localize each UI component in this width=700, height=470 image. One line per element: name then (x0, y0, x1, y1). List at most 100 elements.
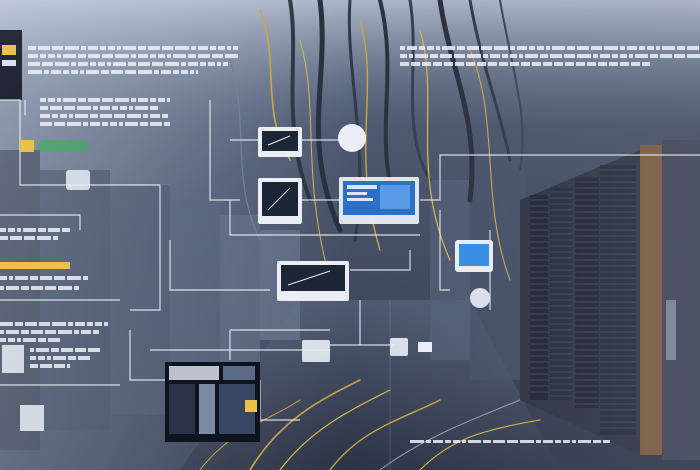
globe-icon (338, 124, 366, 152)
text-mark (17, 228, 21, 232)
text-mark (101, 70, 109, 74)
text-mark (223, 62, 228, 66)
text-mark (100, 46, 106, 50)
text-mark (38, 46, 50, 50)
text-mark (58, 286, 72, 290)
text-mark (78, 98, 86, 102)
monitor-icon-2 (258, 178, 302, 224)
text-mark (674, 54, 685, 58)
text-mark (422, 62, 431, 66)
text-mark (143, 114, 148, 118)
text-mark (0, 322, 13, 326)
text-mark (67, 122, 81, 126)
text-mark (38, 228, 46, 232)
text-mark (63, 54, 76, 58)
text-mark (150, 122, 162, 126)
text-mark (93, 330, 99, 334)
text-mark (191, 46, 196, 50)
text-mark (173, 70, 179, 74)
text-mark (128, 62, 136, 66)
text-mark (120, 106, 127, 110)
text-mark (225, 54, 238, 58)
text-mark (47, 356, 51, 360)
text-mark (444, 62, 453, 66)
text-mark (60, 114, 67, 118)
text-mark (150, 106, 158, 110)
text-mark (173, 54, 186, 58)
text-mark (51, 348, 59, 352)
text-mark (77, 106, 91, 110)
text-mark (150, 98, 156, 102)
text-mark (158, 54, 165, 58)
text-mark (52, 46, 63, 50)
text-mark (494, 46, 508, 50)
text-mark (440, 54, 452, 58)
text-mark (502, 54, 508, 58)
text-mark (71, 70, 78, 74)
text-mark (554, 62, 563, 66)
dashboard-thumbnail (165, 362, 260, 442)
text-mark (565, 62, 574, 66)
text-mark (40, 54, 46, 58)
text-mark (53, 236, 58, 240)
text-mark (123, 46, 136, 50)
connector-icon (302, 338, 432, 362)
text-mark (37, 236, 51, 240)
text-mark (532, 62, 541, 66)
text-mark (593, 440, 601, 443)
text-mark (28, 46, 36, 50)
text-mark (165, 62, 179, 66)
text-mark (563, 440, 570, 443)
text-mark (90, 122, 100, 126)
text-mark (620, 46, 625, 50)
text-mark (52, 114, 58, 118)
text-mark (0, 330, 4, 334)
text-mark (0, 286, 4, 290)
device-blue-icon (455, 240, 493, 308)
text-mark (57, 98, 61, 102)
text-mark (140, 122, 148, 126)
text-mark (218, 46, 225, 50)
text-mark (8, 338, 15, 342)
text-mark (75, 348, 86, 352)
text-mark (48, 98, 55, 102)
text-mark (400, 62, 409, 66)
text-mark (138, 70, 152, 74)
text-mark (125, 122, 138, 126)
text-mark (577, 54, 591, 58)
text-mark (550, 54, 562, 58)
text-mark (427, 46, 434, 50)
text-mark (63, 98, 76, 102)
text-mark (21, 286, 29, 290)
text-mark (58, 330, 72, 334)
text-mark (647, 46, 654, 50)
text-mark (51, 70, 61, 74)
text-mark (627, 46, 637, 50)
text-mark (529, 46, 535, 50)
text-mark (409, 54, 413, 58)
text-mark (510, 62, 519, 66)
text-mark (74, 286, 79, 290)
text-mark (28, 70, 42, 74)
text-mark (40, 106, 48, 110)
text-mark (552, 46, 565, 50)
text-mark (466, 62, 475, 66)
text-mark (68, 356, 76, 360)
text-mark (212, 54, 223, 58)
text-mark (40, 364, 52, 368)
text-mark (411, 62, 420, 66)
text-mark (543, 440, 553, 443)
text-mark (62, 228, 70, 232)
text-mark (30, 276, 38, 280)
text-mark (576, 62, 585, 66)
text-mark (88, 98, 100, 102)
text-mark (181, 62, 186, 66)
text-mark (81, 330, 91, 334)
text-mark (48, 54, 55, 58)
text-mark (52, 322, 66, 326)
text-mark (0, 236, 8, 240)
text-mark (24, 236, 35, 240)
user-icon (2, 345, 44, 431)
text-mark (57, 54, 61, 58)
